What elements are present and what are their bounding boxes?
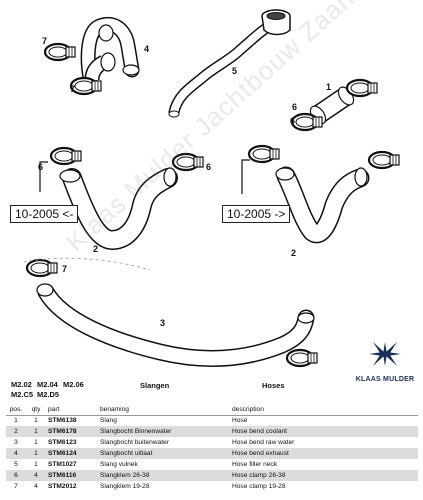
callout-2: 2 <box>291 248 296 258</box>
hose-clamp-6e <box>247 144 281 164</box>
hose-straight <box>309 86 355 125</box>
hose-filler-neck <box>168 20 276 118</box>
table-row: 4 1 STM6124 Slangbocht uitlaat Hose bend… <box>6 448 418 459</box>
date-label-after: 10-2005 -> <box>222 205 291 223</box>
table-row: 6 4 STM6116 Slangklem 26-38 Hose clamp 2… <box>6 470 418 481</box>
hose-bend-coolant-before <box>59 167 178 251</box>
table-header-row: pos. qty part benaming description <box>6 404 418 416</box>
section-heading-english: Hoses <box>262 381 285 390</box>
filler-neck-cap <box>261 9 291 36</box>
col-name-nl: benaming <box>98 404 230 416</box>
parts-table: pos. qty part benaming description 1 1 S… <box>6 404 418 492</box>
callout-6: 6 <box>38 162 43 172</box>
callout-7: 7 <box>62 264 67 274</box>
callout-7: 7 <box>42 36 47 46</box>
hose-clamp-7c <box>25 258 59 278</box>
hose-clamp-6d <box>171 152 205 172</box>
table-row: 5 1 STM1027 Slang vulnek Hose filler nec… <box>14 461 278 468</box>
hose-clamp-6f <box>367 150 401 170</box>
hose-bend-raw-water <box>36 283 315 367</box>
callout-6: 6 <box>292 102 297 112</box>
table-row: 2 1 STM6178 Slangbocht Binnenwater Hose … <box>6 426 418 437</box>
table-row: 1 1 STM6138 Slang Hose <box>14 417 248 425</box>
col-qty: qty <box>26 404 46 416</box>
table-row: 3 1 STM6123 Slangbocht buitenwater Hose … <box>14 439 295 446</box>
section-heading-dutch: Slangen <box>140 381 170 390</box>
logo-text: KLAAS MULDER <box>355 376 415 383</box>
table-row: 7 4 STM2012 Slangklem 19-28 Hose clamp 1… <box>14 483 286 490</box>
col-pos: pos. <box>6 404 26 416</box>
hose-clamp-7d <box>285 348 319 368</box>
leader-line <box>23 257 151 271</box>
callout-3: 3 <box>160 318 165 328</box>
company-logo: KLAAS MULDER <box>352 338 418 384</box>
hose-bend-exhaust <box>80 17 140 86</box>
callout-2: 2 <box>93 244 98 254</box>
hose-bend-coolant-after <box>275 166 370 244</box>
hose-clamp-6b <box>290 112 324 132</box>
hose-clamp-7b <box>69 76 103 96</box>
col-part: part <box>46 404 98 416</box>
date-label-before: 10-2005 <- <box>10 205 79 223</box>
callout-6: 6 <box>206 162 211 172</box>
callout-7: 7 <box>70 84 75 94</box>
hose-clamp-6a <box>345 78 379 98</box>
leader-line <box>241 159 250 194</box>
col-description: description <box>230 404 418 416</box>
parts-drawing: 7 4 7 5 1 6 6 6 6 2 2 7 3 <box>23 9 401 368</box>
callout-6: 6 <box>290 116 295 126</box>
leader-line <box>39 161 48 192</box>
callout-4: 4 <box>144 44 149 54</box>
callout-5: 5 <box>232 66 237 76</box>
hose-clamp-7a <box>43 42 77 62</box>
windmill-icon <box>365 338 405 370</box>
callout-1: 1 <box>326 82 331 92</box>
hose-clamp-6c <box>49 146 83 166</box>
